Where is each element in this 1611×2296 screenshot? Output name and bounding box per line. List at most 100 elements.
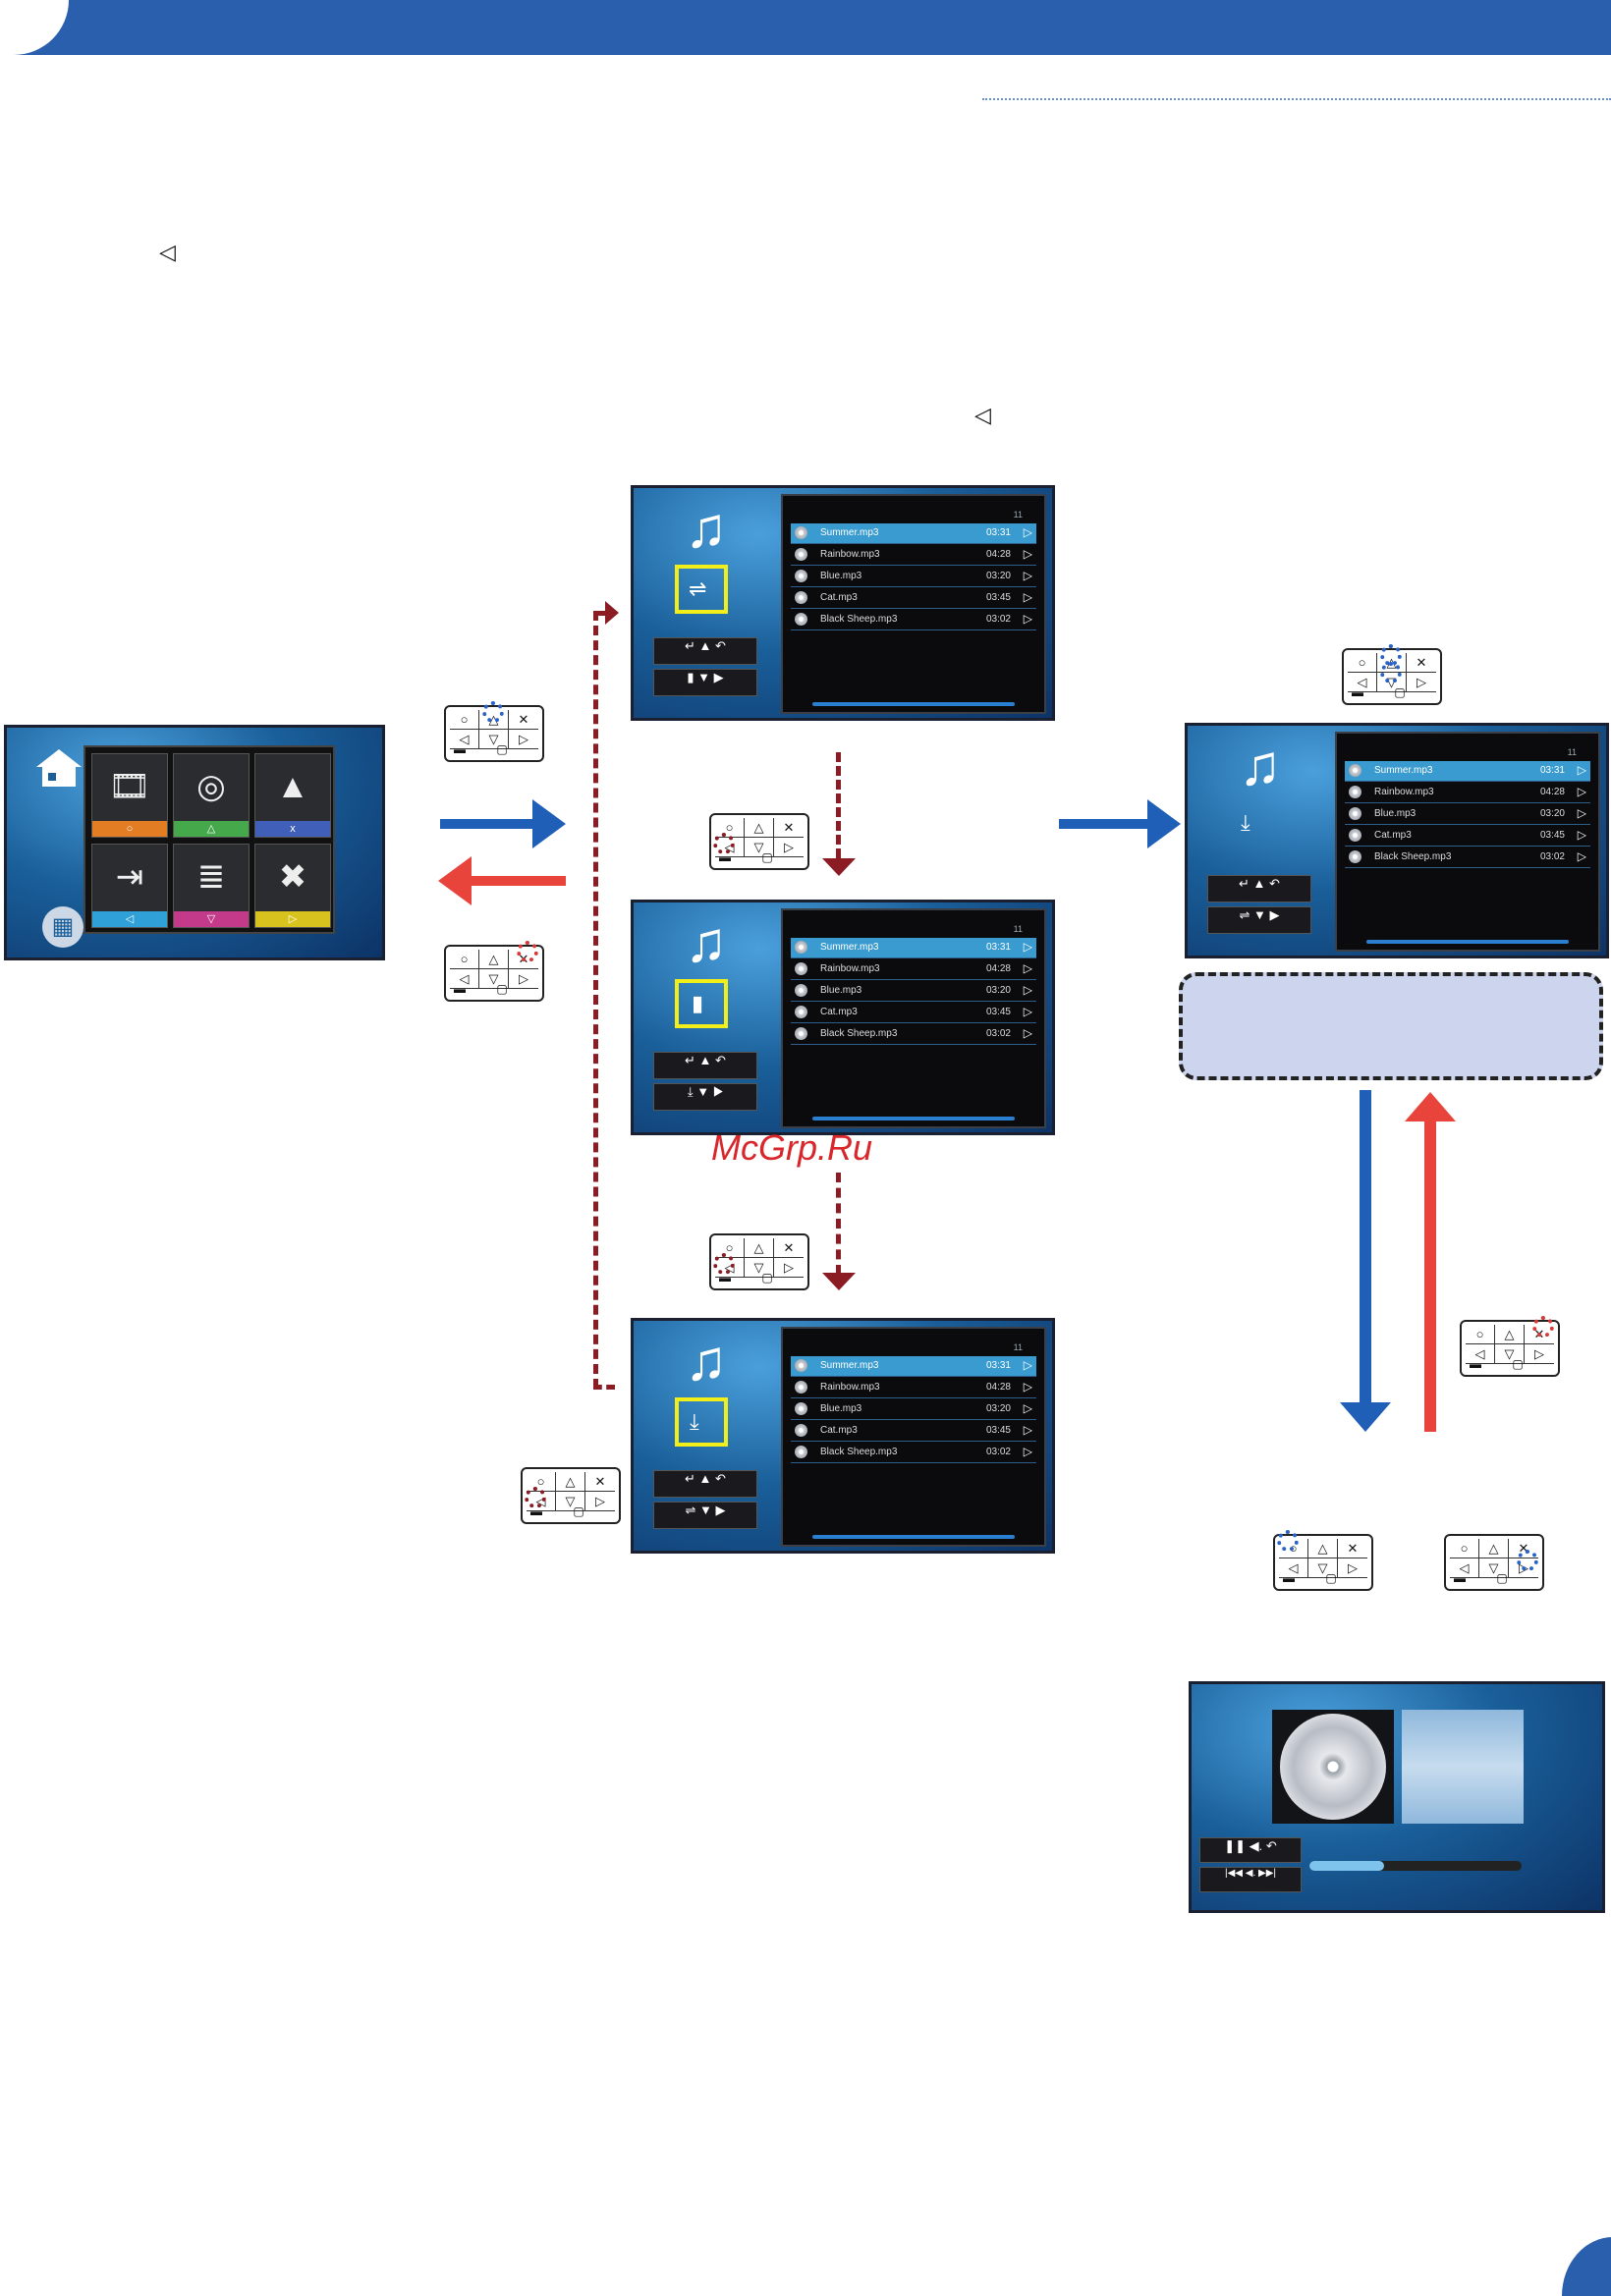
play-icon[interactable]: ▷ [1023,569,1032,582]
disc-icon [795,1424,807,1437]
player-controls-top[interactable]: ❚❚ ◀. ↶ [1199,1837,1302,1863]
play-icon[interactable]: ▷ [1023,590,1032,604]
arrow-left-head [438,856,472,905]
play-icon[interactable]: ▷ [1023,1401,1032,1415]
play-icon[interactable]: ▷ [1023,1358,1032,1372]
song-name: Summer.mp3 [1374,765,1433,776]
song-duration: 03:02 [985,614,1011,625]
nav-controls-bottom[interactable]: ⇌ ▼ ▶ [653,1502,757,1529]
music-note-icon: ♫ [685,910,728,974]
song-duration: 03:45 [985,1425,1011,1436]
home-tile[interactable]: ≣▽ [173,844,250,928]
volume-down-button[interactable]: ◀. [1245,1868,1256,1879]
nav-controls-bottom[interactable]: ▮ ▼ ▶ [653,669,757,696]
play-icon[interactable]: ▷ [1023,940,1032,954]
disc-icon [1349,764,1361,777]
home-tile[interactable]: 🎞○ [91,753,168,838]
play-icon[interactable]: ▷ [1023,612,1032,626]
play-icon[interactable]: ▷ [1023,1380,1032,1394]
playlist-row[interactable]: Summer.mp3 03:31 ▷ [791,938,1036,958]
volume-button[interactable]: ◀. [1249,1838,1263,1853]
play-icon[interactable]: ▷ [1577,785,1586,798]
home-tile[interactable]: ◎△ [173,753,250,838]
settings-tools-icon: ✖ [278,858,307,896]
player-controls-bottom[interactable]: |◀◀ ◀. ▶▶| [1199,1867,1302,1892]
play-icon[interactable]: ▷ [1577,849,1586,863]
nav-controls-top[interactable]: ↵ ▲ ↶ [653,637,757,665]
song-name: Summer.mp3 [820,942,879,953]
track-count: 11 [1013,510,1023,519]
nav-controls-top[interactable]: ↵ ▲ ↶ [1207,875,1311,902]
home-tile-key-label: ▽ [174,911,249,927]
song-name: Summer.mp3 [820,527,879,538]
nav-controls-top[interactable]: ↵ ▲ ↶ [653,1052,757,1079]
source-selector[interactable]: ⇌ [675,565,728,614]
play-icon[interactable]: ▷ [1577,806,1586,820]
home-tile[interactable]: ✖▷ [254,844,331,928]
home-tile-key-label: ○ [92,821,167,837]
play-icon[interactable]: ▷ [1577,828,1586,842]
play-icon[interactable]: ▷ [1023,1026,1032,1040]
pause-button[interactable]: ❚❚ [1224,1838,1247,1853]
source-selector[interactable]: ▮ [675,979,728,1028]
nav-controls-top[interactable]: ↵ ▲ ↶ [653,1470,757,1498]
nav-controls-bottom[interactable]: ⇌ ▼ ▶ [1207,906,1311,934]
internal-memory-icon: ⤓ [690,1409,699,1434]
home-icon[interactable] [36,749,82,789]
play-icon[interactable]: ▷ [1577,763,1586,777]
progress-track[interactable] [1309,1861,1522,1871]
play-icon[interactable]: ▷ [1023,961,1032,975]
song-name: Cat.mp3 [1374,830,1412,841]
play-icon[interactable]: ▷ [1023,525,1032,539]
back-button[interactable]: ↶ [1265,1838,1277,1853]
nav-controls-bottom[interactable]: ⤓ ▼ ▶ [653,1083,757,1111]
header-bar [0,0,1611,55]
home-tile[interactable]: ⇥◁ [91,844,168,928]
keypad: ○△✕◁▽▷ ▬ ▢ [444,701,544,762]
next-track-button[interactable]: ▶▶| [1258,1868,1276,1879]
arrow-right-shaft [1059,819,1151,829]
disc-icon [795,984,807,997]
loop-line-vertical [593,611,598,1389]
disc-icon [795,1006,807,1018]
home-tile-grid: 🎞○◎△▲x ⇥◁≣▽✖▷ [83,745,335,934]
play-icon[interactable]: ▷ [1023,1423,1032,1437]
source-selector[interactable]: ⤓ [675,1397,728,1447]
song-name: Cat.mp3 [820,592,858,603]
previous-track-button[interactable]: |◀◀ [1225,1868,1243,1879]
song-duration: 03:31 [985,942,1011,953]
song-name: Rainbow.mp3 [1374,787,1434,797]
disc-icon [795,548,807,561]
grid-cursor-icon[interactable]: ▦ [42,906,83,948]
track-count: 11 [1013,924,1023,934]
play-icon[interactable]: ▷ [1023,1445,1032,1458]
play-icon[interactable]: ▷ [1023,547,1032,561]
song-duration: 03:20 [1539,808,1565,819]
arrow-right-shaft [440,819,534,829]
watermark: McGrp.Ru [711,1127,873,1168]
play-icon[interactable]: ▷ [1023,1005,1032,1018]
home-tile[interactable]: ▲x [254,753,331,838]
play-icon[interactable]: ▷ [1023,983,1032,997]
